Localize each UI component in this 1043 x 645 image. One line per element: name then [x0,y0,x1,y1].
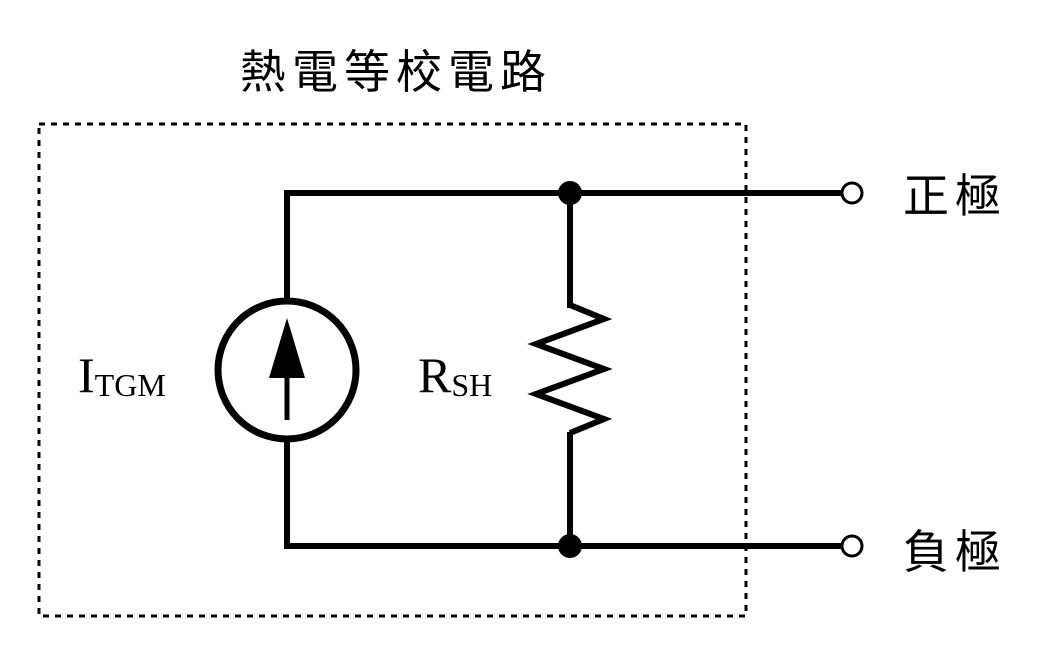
current-source [214,297,360,443]
current-source-label-subscript: TGM [95,367,166,403]
dashed-enclosure [37,122,748,618]
circuit-wires [284,190,841,549]
diagram-title: 熱電等校電路 [240,45,552,99]
positive-terminal-label: 正極 [903,169,1007,223]
current-source-label-main: I [78,347,95,403]
resistor-label: RSH [418,347,492,403]
resistor-label-subscript: SH [451,367,492,403]
negative-terminal [840,534,864,558]
resistor-zigzag [527,302,613,436]
junction-dot-bottom [558,534,582,558]
resistor-label-main: R [418,347,452,403]
junction-dot-top [558,181,582,205]
current-source-label: ITGM [78,347,166,403]
up-arrow-icon [269,318,305,378]
negative-terminal-label: 負極 [903,525,1007,579]
positive-terminal [840,181,864,205]
